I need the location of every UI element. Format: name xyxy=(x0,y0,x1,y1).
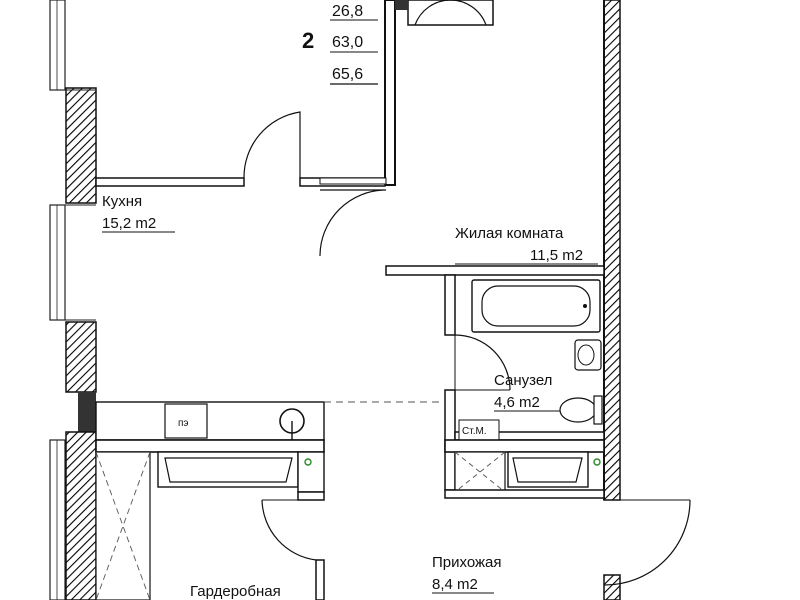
area-value-full: 65,6 xyxy=(332,66,363,83)
exterior-wall-left xyxy=(49,0,97,600)
area-value-living: 26,8 xyxy=(332,3,363,20)
riser-label: Ст.М. xyxy=(462,426,487,437)
equipment-labels: пэ Ст.М. xyxy=(178,418,487,437)
room-name-bathroom: Санузел xyxy=(494,372,552,389)
balcony-doors xyxy=(395,0,494,26)
area-value-total: 63,0 xyxy=(332,34,363,51)
area-summary: 2 26,8 63,0 65,6 xyxy=(302,3,378,85)
entrance-doors xyxy=(261,499,691,586)
room-area-bathroom: 4,6 m2 xyxy=(494,394,540,411)
stove-label: пэ xyxy=(178,418,189,429)
partition-kitchen-living xyxy=(95,0,396,257)
room-area-hallway: 8,4 m2 xyxy=(432,576,478,593)
kitchen-counter xyxy=(95,401,445,443)
room-area-living: 11,5 m2 xyxy=(530,247,583,264)
room-name-living: Жилая комната xyxy=(455,225,564,242)
room-labels: Кухня 15,2 m2 Жилая комната 11,5 m2 Сану… xyxy=(102,193,598,600)
room-area-kitchen: 15,2 m2 xyxy=(102,215,156,232)
room-name-kitchen: Кухня xyxy=(102,193,142,210)
wall-living-bottom xyxy=(385,265,605,276)
rooms-count: 2 xyxy=(302,28,314,53)
exterior-wall-right xyxy=(603,0,621,600)
storage-blocks xyxy=(95,439,325,600)
room-name-wardrobe: Гардеробная xyxy=(190,583,281,600)
service-block-right xyxy=(444,439,605,499)
bathroom xyxy=(444,274,605,491)
room-name-hallway: Прихожая xyxy=(432,554,502,571)
